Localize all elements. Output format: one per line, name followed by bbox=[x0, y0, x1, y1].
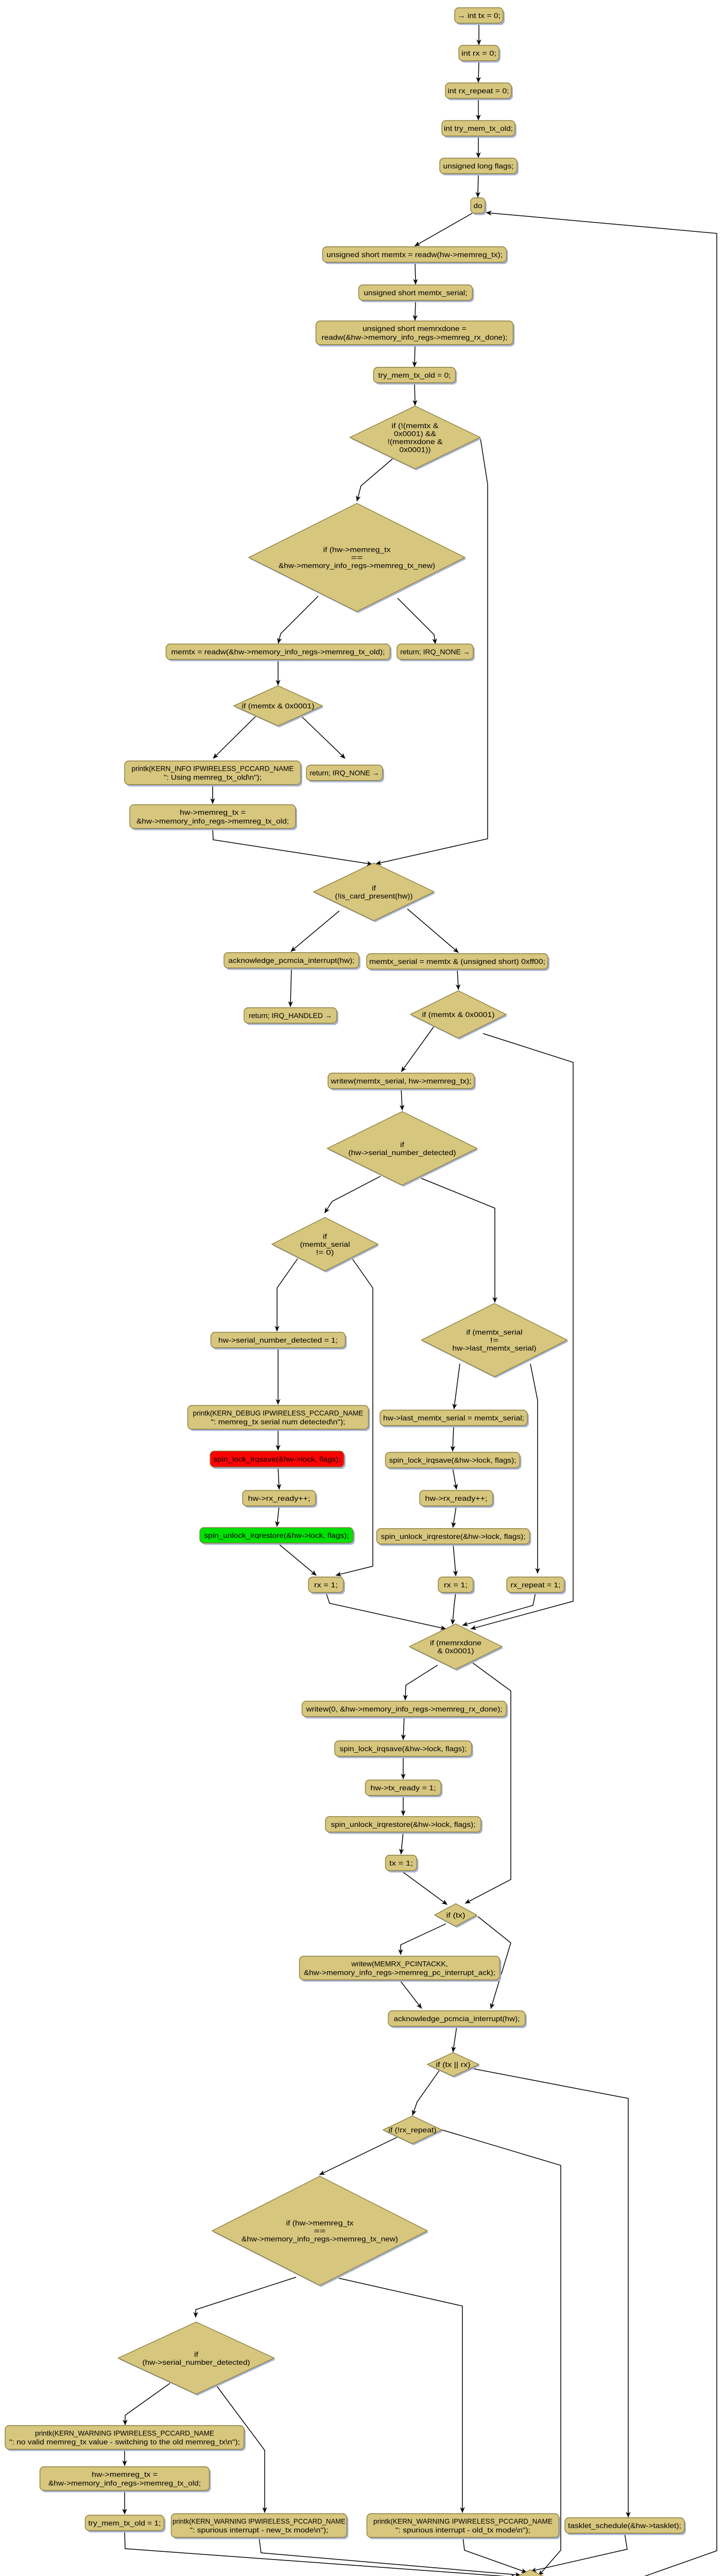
svg-text:spin_lock_irqsave(&hw->lock, f: spin_lock_irqsave(&hw->lock, flags); bbox=[214, 1455, 341, 1463]
svg-text:int rx_repeat = 0;: int rx_repeat = 0; bbox=[448, 87, 509, 95]
svg-text:": spurious interrupt - new_tx: ": spurious interrupt - new_tx mode\n"); bbox=[190, 2526, 329, 2534]
svg-text:!= 0): != 0) bbox=[316, 1248, 334, 1257]
svg-text:hw->memreg_tx =: hw->memreg_tx = bbox=[92, 2470, 158, 2479]
svg-text:tasklet_schedule(&hw->tasklet): tasklet_schedule(&hw->tasklet); bbox=[568, 2521, 681, 2530]
svg-text:writew(memtx_serial, hw->memre: writew(memtx_serial, hw->memreg_tx); bbox=[330, 1077, 471, 1085]
svg-text:if (memrxdone: if (memrxdone bbox=[430, 1638, 481, 1647]
svg-text:(memtx_serial: (memtx_serial bbox=[300, 1240, 350, 1248]
svg-text:(!is_card_present(hw)): (!is_card_present(hw)) bbox=[335, 892, 413, 900]
svg-text:==: == bbox=[314, 2227, 326, 2235]
svg-text:try_mem_tx_old = 1;: try_mem_tx_old = 1; bbox=[89, 2519, 161, 2527]
svg-text:hw->rx_ready++;: hw->rx_ready++; bbox=[425, 1494, 488, 1502]
svg-text:if (!(memtx &: if (!(memtx & bbox=[392, 421, 439, 430]
svg-text:printk(KERN_WARNING IPWIRELESS: printk(KERN_WARNING IPWIRELESS_PCCARD_NA… bbox=[373, 2517, 553, 2526]
svg-text:acknowledge_pcmcia_interrupt(h: acknowledge_pcmcia_interrupt(hw); bbox=[229, 956, 355, 964]
svg-text:spin_lock_irqsave(&hw->lock, f: spin_lock_irqsave(&hw->lock, flags); bbox=[389, 1456, 516, 1464]
svg-text:unsigned short memtx_serial;: unsigned short memtx_serial; bbox=[364, 289, 468, 297]
svg-text:hw->serial_number_detected = 1: hw->serial_number_detected = 1; bbox=[218, 1336, 338, 1344]
svg-text:if (tx): if (tx) bbox=[446, 1911, 466, 1919]
svg-text:→ int tx = 0;: → int tx = 0; bbox=[457, 11, 501, 20]
svg-text:if (tx || rx): if (tx || rx) bbox=[436, 2060, 471, 2069]
svg-text:rx_repeat = 1;: rx_repeat = 1; bbox=[511, 1581, 561, 1589]
svg-text:0x0001)): 0x0001)) bbox=[400, 445, 431, 453]
svg-text:spin_unlock_irqrestore(&hw->lo: spin_unlock_irqrestore(&hw->lock, flags)… bbox=[331, 1820, 476, 1828]
svg-text:unsigned long flags;: unsigned long flags; bbox=[443, 162, 514, 170]
svg-text:!(memrxdone &: !(memrxdone & bbox=[388, 437, 443, 446]
svg-text:0x0001) &&: 0x0001) && bbox=[394, 429, 437, 437]
svg-text:printk(KERN_WARNING IPWIRELESS: printk(KERN_WARNING IPWIRELESS_PCCARD_NA… bbox=[173, 2517, 346, 2526]
svg-text:if (memtx & 0x0001): if (memtx & 0x0001) bbox=[422, 1010, 495, 1019]
svg-text:tx = 1;: tx = 1; bbox=[389, 1859, 413, 1867]
svg-text:readw(&hw->memory_info_regs->m: readw(&hw->memory_info_regs->memreg_rx_d… bbox=[322, 333, 508, 342]
svg-text:writew(MEMRX_PCINTACKK,: writew(MEMRX_PCINTACKK, bbox=[351, 1960, 447, 1968]
svg-text:hw->last_memtx_serial): hw->last_memtx_serial) bbox=[453, 1344, 537, 1352]
svg-text:printk(KERN_INFO IPWIRELESS_PC: printk(KERN_INFO IPWIRELESS_PCCARD_NAME bbox=[132, 765, 294, 773]
svg-text:do: do bbox=[474, 201, 482, 210]
svg-text:": spurious interrupt - old_tx: ": spurious interrupt - old_tx mode\n"); bbox=[395, 2526, 530, 2534]
svg-text:!=: != bbox=[490, 1336, 499, 1344]
svg-text:": Using memreg_tx_old\n");: ": Using memreg_tx_old\n"); bbox=[164, 773, 262, 782]
svg-text:&hw->memory_info_regs->memreg_: &hw->memory_info_regs->memreg_tx_new) bbox=[279, 562, 435, 570]
svg-text:printk(KERN_WARNING IPWIRELESS: printk(KERN_WARNING IPWIRELESS_PCCARD_NA… bbox=[35, 2429, 214, 2437]
svg-text:&hw->memory_info_regs->memreg_: &hw->memory_info_regs->memreg_tx_old; bbox=[48, 2479, 201, 2487]
svg-text:(hw->serial_number_detected): (hw->serial_number_detected) bbox=[143, 2358, 250, 2366]
svg-text:": memreg_tx serial num detect: ": memreg_tx serial num detected\n"); bbox=[211, 1418, 346, 1426]
svg-text:unsigned short memtx = readw(h: unsigned short memtx = readw(hw->memreg_… bbox=[326, 250, 503, 259]
svg-text:return; IRQ_HANDLED →: return; IRQ_HANDLED → bbox=[249, 1011, 332, 1020]
svg-text:hw->rx_ready++;: hw->rx_ready++; bbox=[248, 1494, 311, 1502]
svg-text:&hw->memory_info_regs->memreg_: &hw->memory_info_regs->memreg_pc_interru… bbox=[304, 1969, 495, 1977]
svg-text:rx = 1;: rx = 1; bbox=[444, 1581, 468, 1589]
svg-text:printk(KERN_DEBUG IPWIRELESS_P: printk(KERN_DEBUG IPWIRELESS_PCCARD_NAME bbox=[193, 1409, 364, 1417]
svg-text:unsigned short memrxdone =: unsigned short memrxdone = bbox=[363, 325, 467, 333]
svg-text:int try_mem_tx_old;: int try_mem_tx_old; bbox=[444, 124, 513, 132]
svg-text:==: == bbox=[351, 553, 363, 562]
svg-text:hw->memreg_tx =: hw->memreg_tx = bbox=[180, 808, 246, 817]
svg-text:hw->last_memtx_serial = memtx_: hw->last_memtx_serial = memtx_serial; bbox=[383, 1414, 524, 1422]
svg-text:&hw->memory_info_regs->memreg_: &hw->memory_info_regs->memreg_tx_new) bbox=[242, 2235, 398, 2243]
svg-text:try_mem_tx_old = 0;: try_mem_tx_old = 0; bbox=[378, 371, 451, 379]
svg-text:rx = 1;: rx = 1; bbox=[314, 1581, 338, 1589]
svg-text:return; IRQ_NONE →: return; IRQ_NONE → bbox=[400, 648, 470, 656]
svg-text:int rx = 0;: int rx = 0; bbox=[461, 49, 496, 57]
svg-text:spin_unlock_irqrestore(&hw->lo: spin_unlock_irqrestore(&hw->lock, flags)… bbox=[381, 1532, 526, 1540]
svg-text:writew(0, &hw->memory_info_reg: writew(0, &hw->memory_info_regs->memreg_… bbox=[305, 1705, 502, 1713]
svg-text:memtx_serial = memtx & (unsign: memtx_serial = memtx & (unsigned short) … bbox=[369, 957, 545, 965]
svg-text:(hw->serial_number_detected): (hw->serial_number_detected) bbox=[349, 1148, 456, 1157]
svg-text:& 0x0001): & 0x0001) bbox=[438, 1647, 474, 1655]
svg-text:if (hw->memreg_tx: if (hw->memreg_tx bbox=[323, 546, 391, 554]
svg-text:return; IRQ_NONE →: return; IRQ_NONE → bbox=[309, 769, 379, 777]
svg-text:spin_unlock_irqrestore(&hw->lo: spin_unlock_irqrestore(&hw->lock, flags)… bbox=[204, 1531, 349, 1539]
svg-text:if: if bbox=[400, 1140, 404, 1148]
svg-text:if: if bbox=[323, 1232, 327, 1241]
svg-text:hw->tx_ready = 1;: hw->tx_ready = 1; bbox=[371, 1784, 436, 1792]
svg-text:if (memtx_serial: if (memtx_serial bbox=[467, 1328, 523, 1336]
svg-text:&hw->memory_info_regs->memreg_: &hw->memory_info_regs->memreg_tx_old; bbox=[136, 817, 289, 825]
svg-text:if: if bbox=[372, 884, 376, 892]
svg-text:acknowledge_pcmcia_interrupt(h: acknowledge_pcmcia_interrupt(hw); bbox=[394, 2014, 520, 2023]
svg-text:": no valid memreg_tx value -: ": no valid memreg_tx value - switching … bbox=[9, 2438, 240, 2446]
svg-text:if: if bbox=[194, 2350, 198, 2358]
svg-text:if (hw->memreg_tx: if (hw->memreg_tx bbox=[286, 2219, 354, 2227]
svg-text:spin_lock_irqsave(&hw->lock, f: spin_lock_irqsave(&hw->lock, flags); bbox=[340, 1744, 467, 1753]
svg-text:if (memtx & 0x0001): if (memtx & 0x0001) bbox=[242, 702, 315, 710]
svg-text:if (!rx_repeat): if (!rx_repeat) bbox=[389, 2126, 437, 2134]
svg-text:memtx = readw(&hw->memory_info: memtx = readw(&hw->memory_info_regs->mem… bbox=[171, 648, 385, 656]
